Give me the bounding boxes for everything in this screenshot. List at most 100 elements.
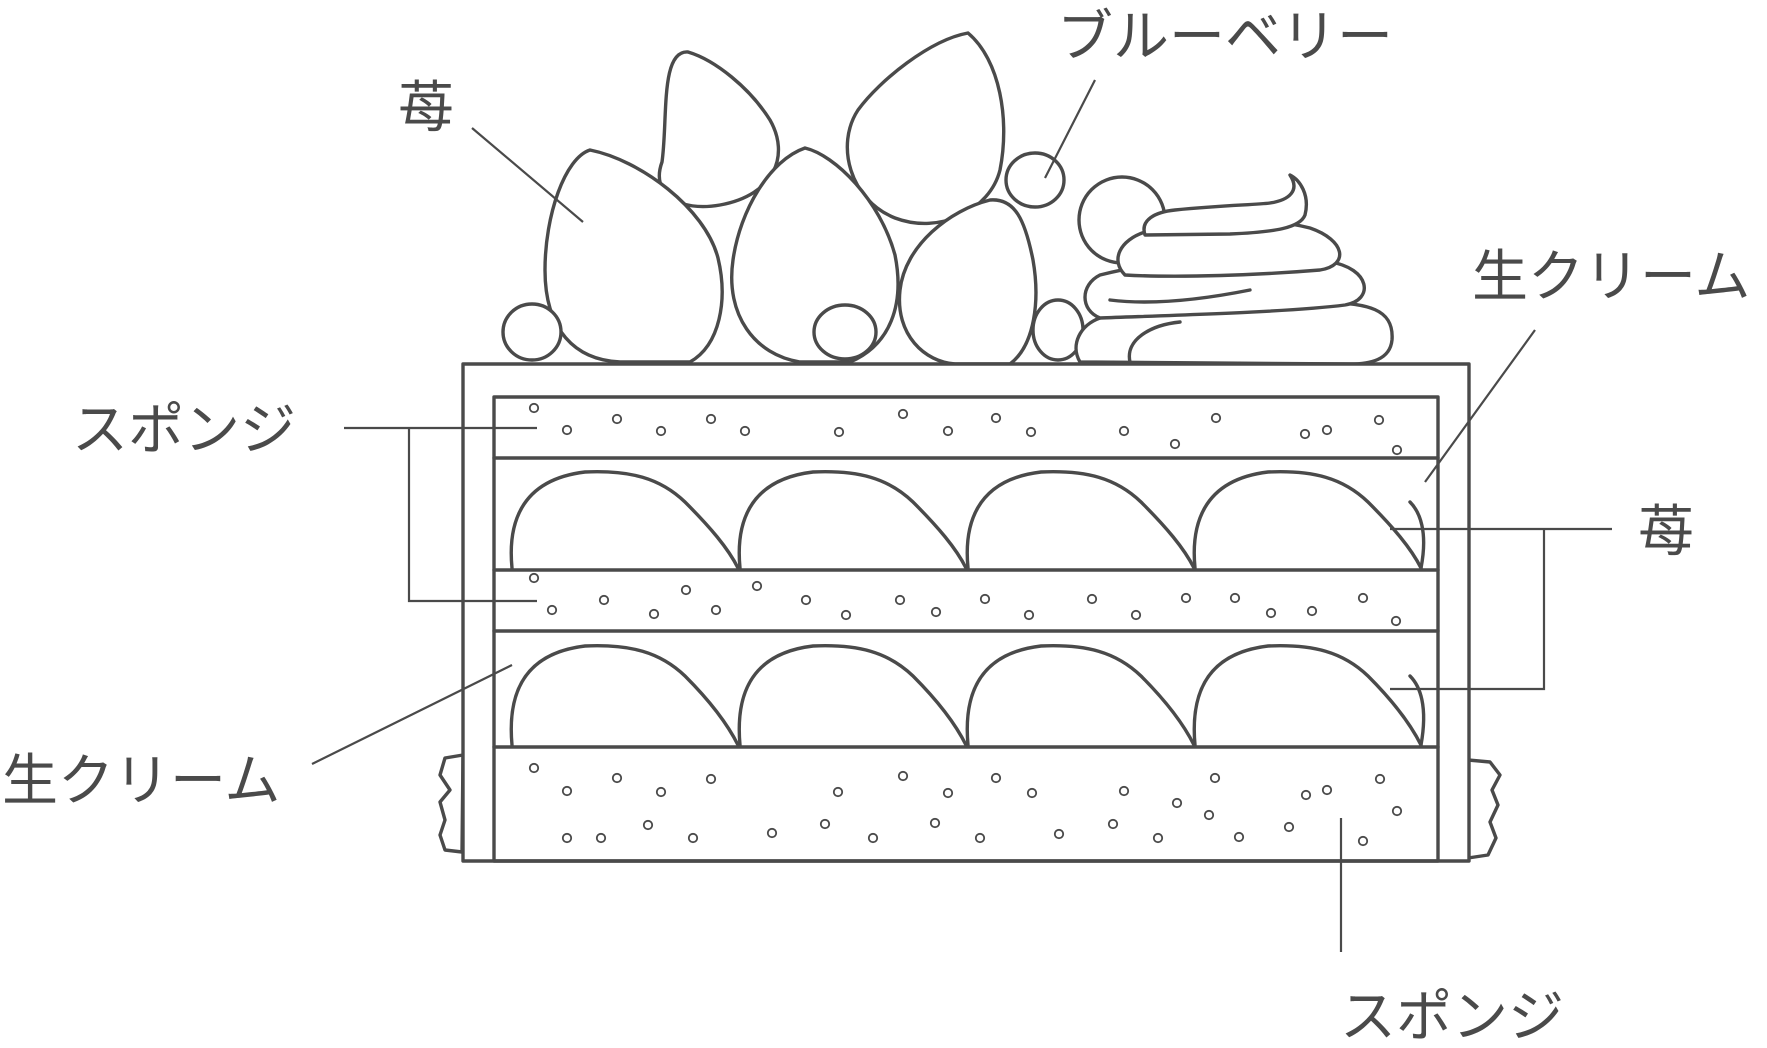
strawberry-halves-lower bbox=[509, 644, 1426, 747]
sponge-dot bbox=[979, 593, 991, 605]
sponge-dot bbox=[1026, 787, 1038, 799]
sponge-dot bbox=[561, 424, 573, 436]
sponge-dot bbox=[800, 594, 812, 606]
sponge-dot bbox=[974, 832, 986, 844]
sponge-dot bbox=[1171, 797, 1183, 809]
sponge-dot bbox=[611, 413, 623, 425]
sponge-dot bbox=[1118, 425, 1130, 437]
blueberry-left bbox=[501, 302, 563, 362]
sponge-dot bbox=[680, 584, 692, 596]
sponge-dot bbox=[751, 580, 763, 592]
labels: 苺 ブルーベリー 生クリーム スポンジ 苺 生クリーム スポンジ bbox=[2, 5, 1750, 1048]
label-cream-top: 生クリーム bbox=[1472, 245, 1750, 310]
sponge-dot bbox=[990, 412, 1002, 424]
sponge-dot bbox=[1053, 828, 1065, 840]
sponge-dot bbox=[642, 819, 654, 831]
label-blueberry: ブルーベリー bbox=[1057, 5, 1393, 70]
sponge-dot bbox=[1374, 773, 1386, 785]
label-cream-left: 生クリーム bbox=[2, 749, 280, 814]
label-strawberry-right: 苺 bbox=[1638, 500, 1694, 565]
sponge-dot bbox=[611, 772, 623, 784]
sponge-dot bbox=[1390, 615, 1402, 627]
side-crumbs-left bbox=[438, 753, 465, 854]
sponge-dot bbox=[705, 413, 717, 425]
cake-inner-frame bbox=[492, 395, 1440, 863]
sponge-dot bbox=[1025, 426, 1037, 438]
sponge-dot bbox=[595, 832, 607, 844]
cake-outer-frame bbox=[461, 362, 1471, 863]
strawberry-half-edge bbox=[1408, 500, 1426, 570]
sponge-dot bbox=[655, 425, 667, 437]
strawberry-halves-upper bbox=[509, 470, 1426, 570]
sponge-dot bbox=[832, 786, 844, 798]
strawberry-half bbox=[737, 644, 968, 747]
sponge-dot bbox=[1023, 609, 1035, 621]
whipped-cream-swirl bbox=[1074, 173, 1394, 366]
sponge-dot bbox=[1321, 424, 1333, 436]
strawberry-half bbox=[965, 644, 1196, 747]
sponge-dot bbox=[1265, 607, 1277, 619]
sponge-dot bbox=[739, 425, 751, 437]
strawberry-half bbox=[509, 470, 740, 570]
sponge-dot bbox=[1373, 414, 1385, 426]
sponge-dot bbox=[528, 572, 540, 584]
sponge-dot bbox=[897, 770, 909, 782]
strawberry-back-left bbox=[657, 50, 781, 209]
sponge-dot bbox=[819, 818, 831, 830]
strawberry-half bbox=[737, 470, 968, 570]
sponge-dot bbox=[1283, 821, 1295, 833]
strawberry-half bbox=[1192, 644, 1423, 747]
sponge-dot bbox=[1321, 784, 1333, 796]
label-sponge-left: スポンジ bbox=[72, 398, 296, 463]
strawberry-front-left bbox=[543, 148, 724, 364]
sponge-dot bbox=[1391, 444, 1403, 456]
label-strawberry-top: 苺 bbox=[398, 76, 454, 141]
side-crumbs-right bbox=[1466, 758, 1502, 860]
sponge-dot bbox=[930, 606, 942, 618]
sponge-dot bbox=[561, 785, 573, 797]
sponge-dot bbox=[1229, 592, 1241, 604]
leader-lines bbox=[311, 79, 1612, 952]
sponge-dot bbox=[833, 426, 845, 438]
strawberry-half bbox=[1192, 470, 1423, 570]
sponge-dot bbox=[1391, 805, 1403, 817]
blueberry-top bbox=[1004, 151, 1066, 209]
sponge-dot bbox=[1233, 831, 1245, 843]
sponge-dot bbox=[894, 594, 906, 606]
strawberry-half bbox=[965, 470, 1196, 570]
sponge-dot bbox=[648, 608, 660, 620]
sponge-dot bbox=[1203, 809, 1215, 821]
sponge-dot bbox=[1130, 609, 1142, 621]
sponge-dot bbox=[1210, 412, 1222, 424]
sponge-dot bbox=[1300, 789, 1312, 801]
sponge-dot bbox=[766, 827, 778, 839]
sponge-dot bbox=[929, 817, 941, 829]
sponge-dot bbox=[1306, 605, 1318, 617]
cake-body bbox=[438, 362, 1502, 863]
sponge-dot bbox=[1086, 593, 1098, 605]
label-sponge-bottom: スポンジ bbox=[1340, 985, 1564, 1048]
sponge-dot bbox=[942, 425, 954, 437]
sponge-dot bbox=[687, 832, 699, 844]
strawberry-back-right bbox=[845, 31, 1006, 226]
sponge-dot bbox=[990, 772, 1002, 784]
strawberry-half-edge bbox=[1408, 674, 1426, 747]
sponge-dot bbox=[528, 762, 540, 774]
sponge-dot bbox=[1169, 438, 1181, 450]
sponge-dot bbox=[1357, 835, 1369, 847]
sponge-dot bbox=[561, 832, 573, 844]
sponge-dot bbox=[942, 787, 954, 799]
sponge-dot bbox=[528, 402, 540, 414]
sponge-dot bbox=[867, 832, 879, 844]
sponge-dot bbox=[1107, 818, 1119, 830]
sponge-dot bbox=[840, 609, 852, 621]
sponge-dot bbox=[897, 408, 909, 420]
sponge-dot bbox=[546, 604, 558, 616]
sponge-dot bbox=[705, 773, 717, 785]
sponge-dots bbox=[528, 402, 1403, 847]
blueberry-middle bbox=[812, 303, 878, 361]
sponge-dot bbox=[655, 786, 667, 798]
sponge-dot bbox=[1118, 785, 1130, 797]
sponge-dot bbox=[710, 604, 722, 616]
